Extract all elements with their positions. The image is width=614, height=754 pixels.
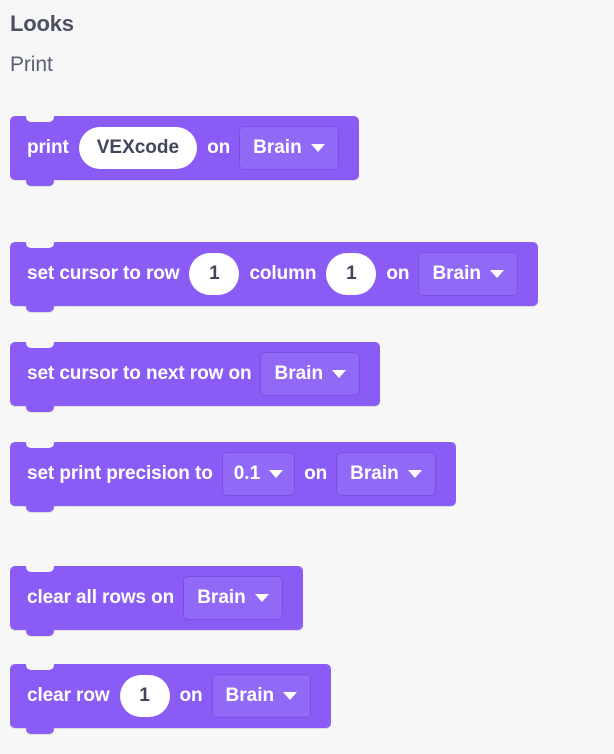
- number-input-field[interactable]: 1: [326, 253, 377, 295]
- dropdown-brain[interactable]: Brain: [239, 126, 339, 170]
- dropdown-value: Brain: [274, 363, 324, 384]
- chevron-down-icon: [269, 470, 284, 478]
- chevron-down-icon: [407, 470, 422, 478]
- dropdown-brain[interactable]: Brain: [336, 452, 436, 496]
- block-body-clear-row[interactable]: clear row 1 on Brain: [10, 664, 332, 734]
- block-print[interactable]: print VEXcode on Brain: [10, 116, 359, 186]
- number-input-field[interactable]: 1: [189, 253, 240, 295]
- dropdown-brain[interactable]: Brain: [418, 252, 519, 296]
- text-input-field[interactable]: VEXcode: [78, 127, 198, 169]
- block-label: print: [27, 137, 69, 158]
- chevron-down-icon: [490, 270, 505, 278]
- chevron-down-icon: [254, 594, 269, 602]
- chevron-down-icon: [283, 692, 298, 700]
- block-clear-row[interactable]: clear row 1 on Brain: [10, 664, 332, 734]
- dropdown-value: Brain: [225, 685, 275, 706]
- dropdown-value: Brain: [197, 587, 246, 608]
- block-label: set cursor to next row on: [27, 363, 252, 384]
- block-body-set-cursor-to-row-column[interactable]: set cursor to row 1 column 1 on Brain: [10, 242, 539, 312]
- number-input-field[interactable]: 1: [119, 675, 170, 717]
- category-title: Looks: [10, 11, 74, 36]
- chevron-down-icon: [310, 144, 325, 152]
- block-body-set-cursor-to-next-row[interactable]: set cursor to next row on Brain: [10, 342, 381, 412]
- block-label: on: [207, 137, 231, 158]
- dropdown-value: Brain: [253, 137, 302, 158]
- dropdown-brain[interactable]: Brain: [211, 674, 312, 718]
- block-body-set-print-precision[interactable]: set print precision to 0.1 on Brain: [10, 442, 456, 512]
- dropdown-value: Brain: [432, 263, 482, 284]
- block-label: on: [179, 685, 203, 706]
- block-label: clear all rows on: [27, 587, 175, 608]
- chevron-down-icon: [332, 370, 347, 378]
- block-label: on: [304, 463, 328, 484]
- dropdown-brain[interactable]: Brain: [260, 352, 361, 396]
- block-label: column: [249, 263, 317, 284]
- dropdown-0-1[interactable]: 0.1: [221, 452, 296, 496]
- dropdown-value: 0.1: [233, 463, 261, 484]
- block-label: clear row: [27, 685, 110, 706]
- block-set-cursor-to-next-row[interactable]: set cursor to next row on Brain: [10, 342, 381, 412]
- dropdown-value: Brain: [350, 463, 399, 484]
- section-title: Print: [10, 53, 53, 76]
- dropdown-brain[interactable]: Brain: [183, 576, 283, 620]
- block-label: on: [386, 263, 410, 284]
- block-label: set print precision to: [27, 463, 213, 484]
- block-body-clear-all-rows[interactable]: clear all rows on Brain: [10, 566, 303, 636]
- block-label: set cursor to row: [27, 263, 180, 284]
- block-body-print[interactable]: print VEXcode on Brain: [10, 116, 359, 186]
- block-clear-all-rows[interactable]: clear all rows on Brain: [10, 566, 303, 636]
- block-set-cursor-to-row-column[interactable]: set cursor to row 1 column 1 on Brain: [10, 242, 539, 312]
- block-set-print-precision[interactable]: set print precision to 0.1 on Brain: [10, 442, 456, 512]
